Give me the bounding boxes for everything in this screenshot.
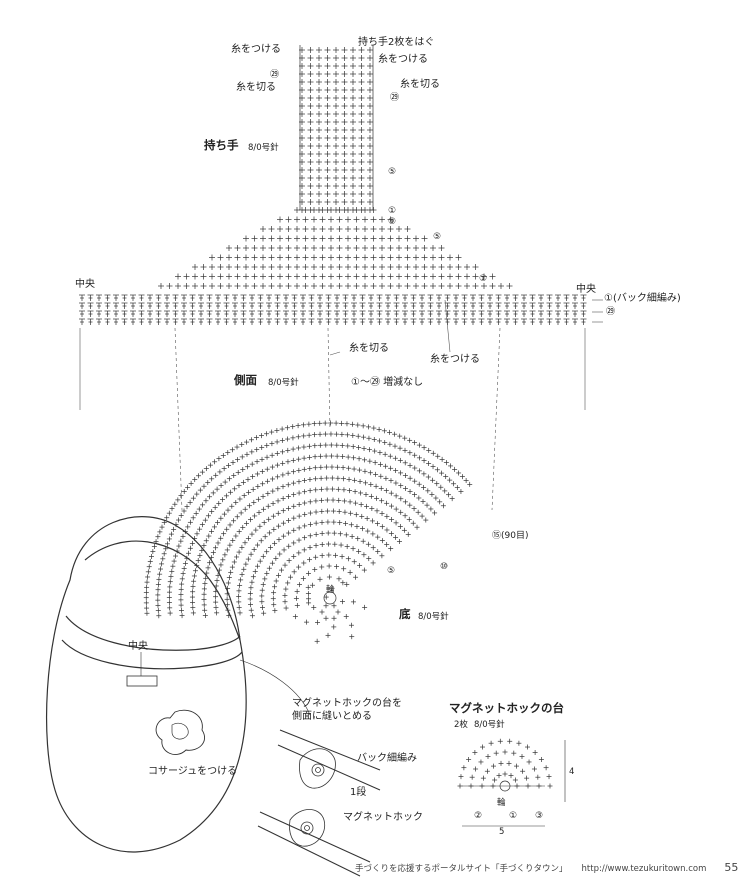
handle-attach-right: 糸をつける (378, 54, 428, 65)
handle-row-29-left: ㉙ (270, 70, 280, 80)
side-needle: 8/0号針 (268, 378, 299, 388)
bottom-ring: 輪 (326, 585, 335, 595)
handle-join-note: 持ち手2枚をはぐ (358, 37, 435, 48)
bag-corsage: コサージュをつける (148, 766, 238, 777)
side-center-left: 中央 (75, 279, 95, 290)
magic-ring (323, 591, 337, 605)
handle-row-5: ⑤ (388, 167, 397, 177)
bottom-row-5: ⑤ (387, 566, 396, 576)
magnet-base-ring: 輪 (497, 798, 506, 808)
bag-magnet: マグネットホック (343, 812, 423, 823)
bottom-row-15: ⑮(90目) (492, 531, 529, 541)
magnet-base-row-1: ① (509, 811, 518, 821)
side-attach: 糸をつける (430, 354, 480, 365)
magnet-base-title: マグネットホックの台 (449, 701, 564, 715)
handle-attach-left: 糸をつける (231, 44, 281, 55)
bottom-row-10: ⑩ (440, 562, 449, 572)
bag-magnet-note-1: マグネットホックの台を (292, 698, 402, 709)
bag-illustration (46, 516, 381, 877)
footer-url[interactable]: http://www.tezukuritown.com (581, 864, 707, 874)
bag-magnet-note-2: 側面に縫いとめる (292, 711, 372, 722)
magic-ring (499, 780, 511, 792)
page-footer: 手づくりを応援するポータルサイト「手づくりタウン」 http://www.tezu… (355, 861, 738, 874)
guide-lines (79, 299, 603, 511)
bag-back-sc: バック細編み (357, 753, 417, 764)
magnet-base-width: 5 (499, 827, 505, 837)
handle-row-1: ① (388, 206, 397, 216)
side-stitch-grid (79, 294, 587, 325)
handle-row-5b: ⑤ (433, 232, 442, 242)
handle-title: 持ち手 (204, 138, 239, 152)
magnet-base-row-3: ③ (535, 811, 544, 821)
page-number: 55 (724, 861, 739, 874)
handle-cut-left: 糸を切る (236, 82, 276, 93)
bottom-title: 底 (399, 607, 411, 621)
bag-row-1: 1段 (350, 787, 367, 798)
bag-center: 中央 (128, 641, 148, 652)
magnet-base-chart (457, 738, 566, 827)
handle-cut-right: 糸を切る (400, 79, 440, 90)
footer-text: 手づくりを応援するポータルサイト「手づくりタウン」 (355, 864, 568, 874)
handle-stitch-grid (158, 45, 513, 289)
magnet-base-height: 4 (569, 767, 575, 777)
magnet-base-count: 2枚 (454, 720, 468, 730)
side-no-increase: ①〜㉙ 増減なし (351, 377, 424, 388)
handle-row-29-right: ㉙ (390, 93, 400, 103)
side-cut: 糸を切る (349, 343, 389, 354)
magnet-base-needle: 8/0号針 (474, 720, 505, 730)
magnet-base-row-2: ② (474, 811, 483, 821)
bottom-needle: 8/0号針 (418, 612, 449, 622)
side-title: 側面 (234, 373, 257, 387)
side-back-sc: ①(バック細編み) (604, 293, 681, 304)
side-center-right: 中央 (576, 284, 596, 295)
bottom-stitch-fan (143, 420, 473, 644)
handle-needle: 8/0号針 (248, 143, 279, 153)
side-row-29: ㉙ (606, 307, 616, 317)
handle-row-9: ⑨ (388, 217, 397, 227)
handle-row-1b: ① (479, 274, 488, 284)
